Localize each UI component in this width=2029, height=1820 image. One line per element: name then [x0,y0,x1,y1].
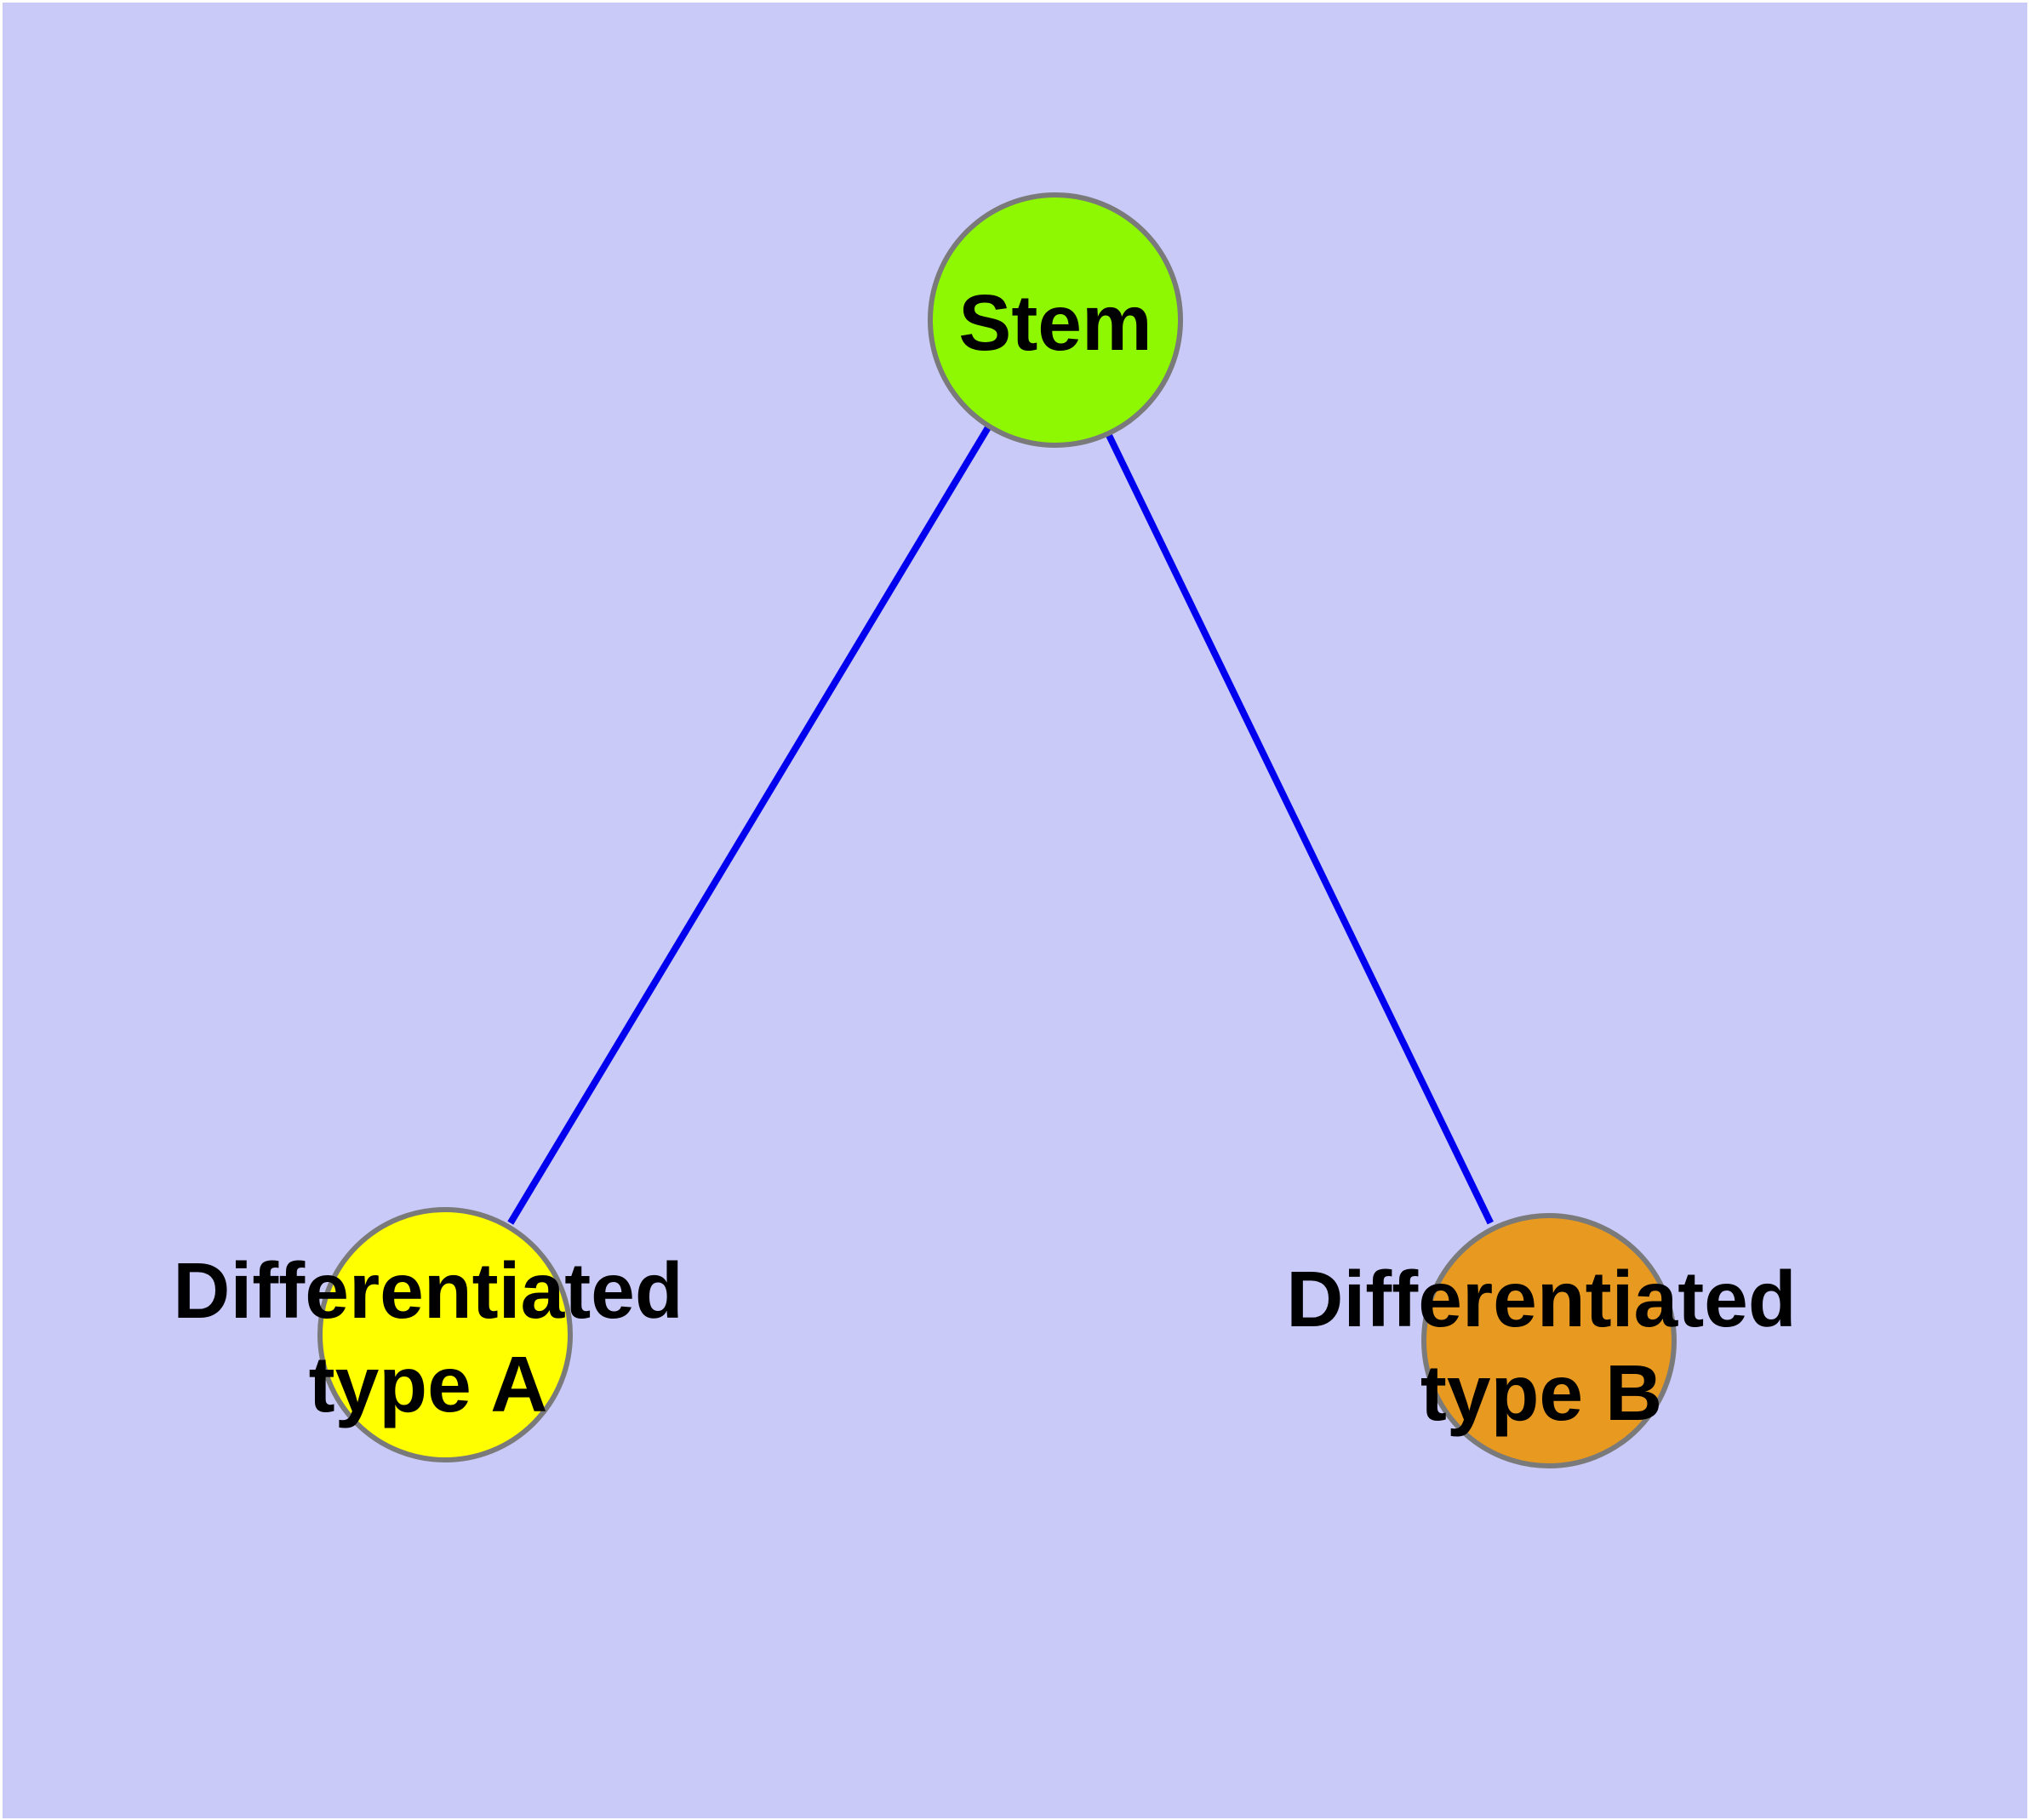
node-type-b-label: Differentiated type B [1286,1252,1796,1439]
node-type-b-label-line1: Differentiated [1286,1255,1797,1343]
node-differentiated-type-a [317,1207,573,1462]
node-stem [928,192,1183,448]
node-type-a-label-line1: Differentiated [173,1246,683,1335]
node-stem-label-line: Stem [958,278,1152,367]
node-stem-label: Stem [958,276,1152,369]
node-type-b-label-line2: type B [1420,1348,1663,1437]
edge-stem-to-type-b [1105,432,1494,1225]
node-type-a-label: Differentiated type A [173,1244,683,1431]
edges-layer [507,426,1494,1225]
edge-stem-to-type-a [507,426,991,1225]
node-type-a-label-line2: type A [308,1340,548,1428]
node-differentiated-type-b [1421,1213,1677,1468]
diagram-canvas: Stem Differentiated type A Differentiate… [3,3,2027,1818]
